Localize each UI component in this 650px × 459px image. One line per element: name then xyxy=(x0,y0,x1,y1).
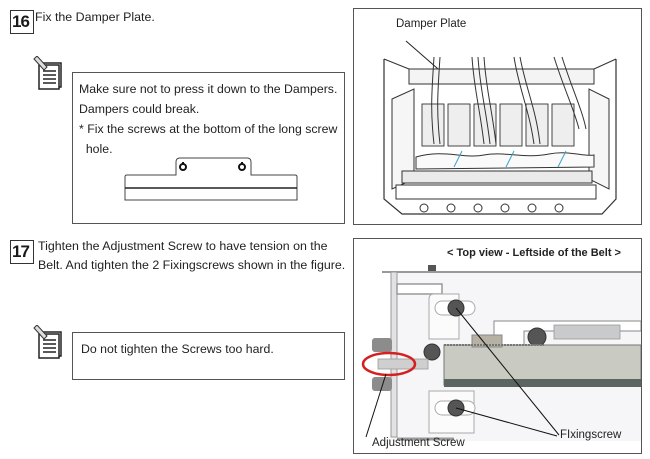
note-line: Do not tighten the Screws too hard. xyxy=(81,342,274,356)
screw-hole-icon xyxy=(238,162,246,171)
belt-top-view-figure: < Top view - Leftside of the Belt > Adju… xyxy=(353,238,642,454)
memo-note-icon xyxy=(33,325,62,359)
damper-plate-label: Damper Plate xyxy=(396,18,467,30)
note-line: Dampers could break. xyxy=(79,102,200,116)
adjustment-screw-label: Adjustment Screw xyxy=(372,437,465,449)
step-17-instruction-line: Tighten the Adjustment Screw to have ten… xyxy=(38,239,328,253)
note-line: hole. xyxy=(79,142,113,156)
damper-plate-figure: Damper Plate xyxy=(353,8,642,225)
step-number-17: 17 xyxy=(10,240,34,264)
memo-note-icon xyxy=(33,56,62,90)
screw-hole-icon xyxy=(179,162,187,171)
note-line: * Fix the screws at the bottom of the lo… xyxy=(79,122,338,136)
step-17-note-box: Do not tighten the Screws too hard. xyxy=(72,332,345,380)
step-16-instruction: Fix the Damper Plate. xyxy=(35,10,155,24)
damper-assembly-illustration xyxy=(383,40,617,215)
belt-assembly-illustration xyxy=(361,265,641,441)
step-number-16: 16 xyxy=(10,10,34,34)
note-line: Make sure not to press it down to the Da… xyxy=(79,82,338,96)
adjustment-screw-highlight xyxy=(361,351,417,377)
fixingscrew-label: FIxingscrew xyxy=(560,429,622,441)
step-17-instruction-line: Belt. And tighten the 2 Fixingscrews sho… xyxy=(38,258,346,272)
top-view-title: < Top view - Leftside of the Belt > xyxy=(447,247,621,259)
damper-plate-diagram xyxy=(124,157,298,201)
step-16-note-box: Make sure not to press it down to the Da… xyxy=(72,72,345,224)
